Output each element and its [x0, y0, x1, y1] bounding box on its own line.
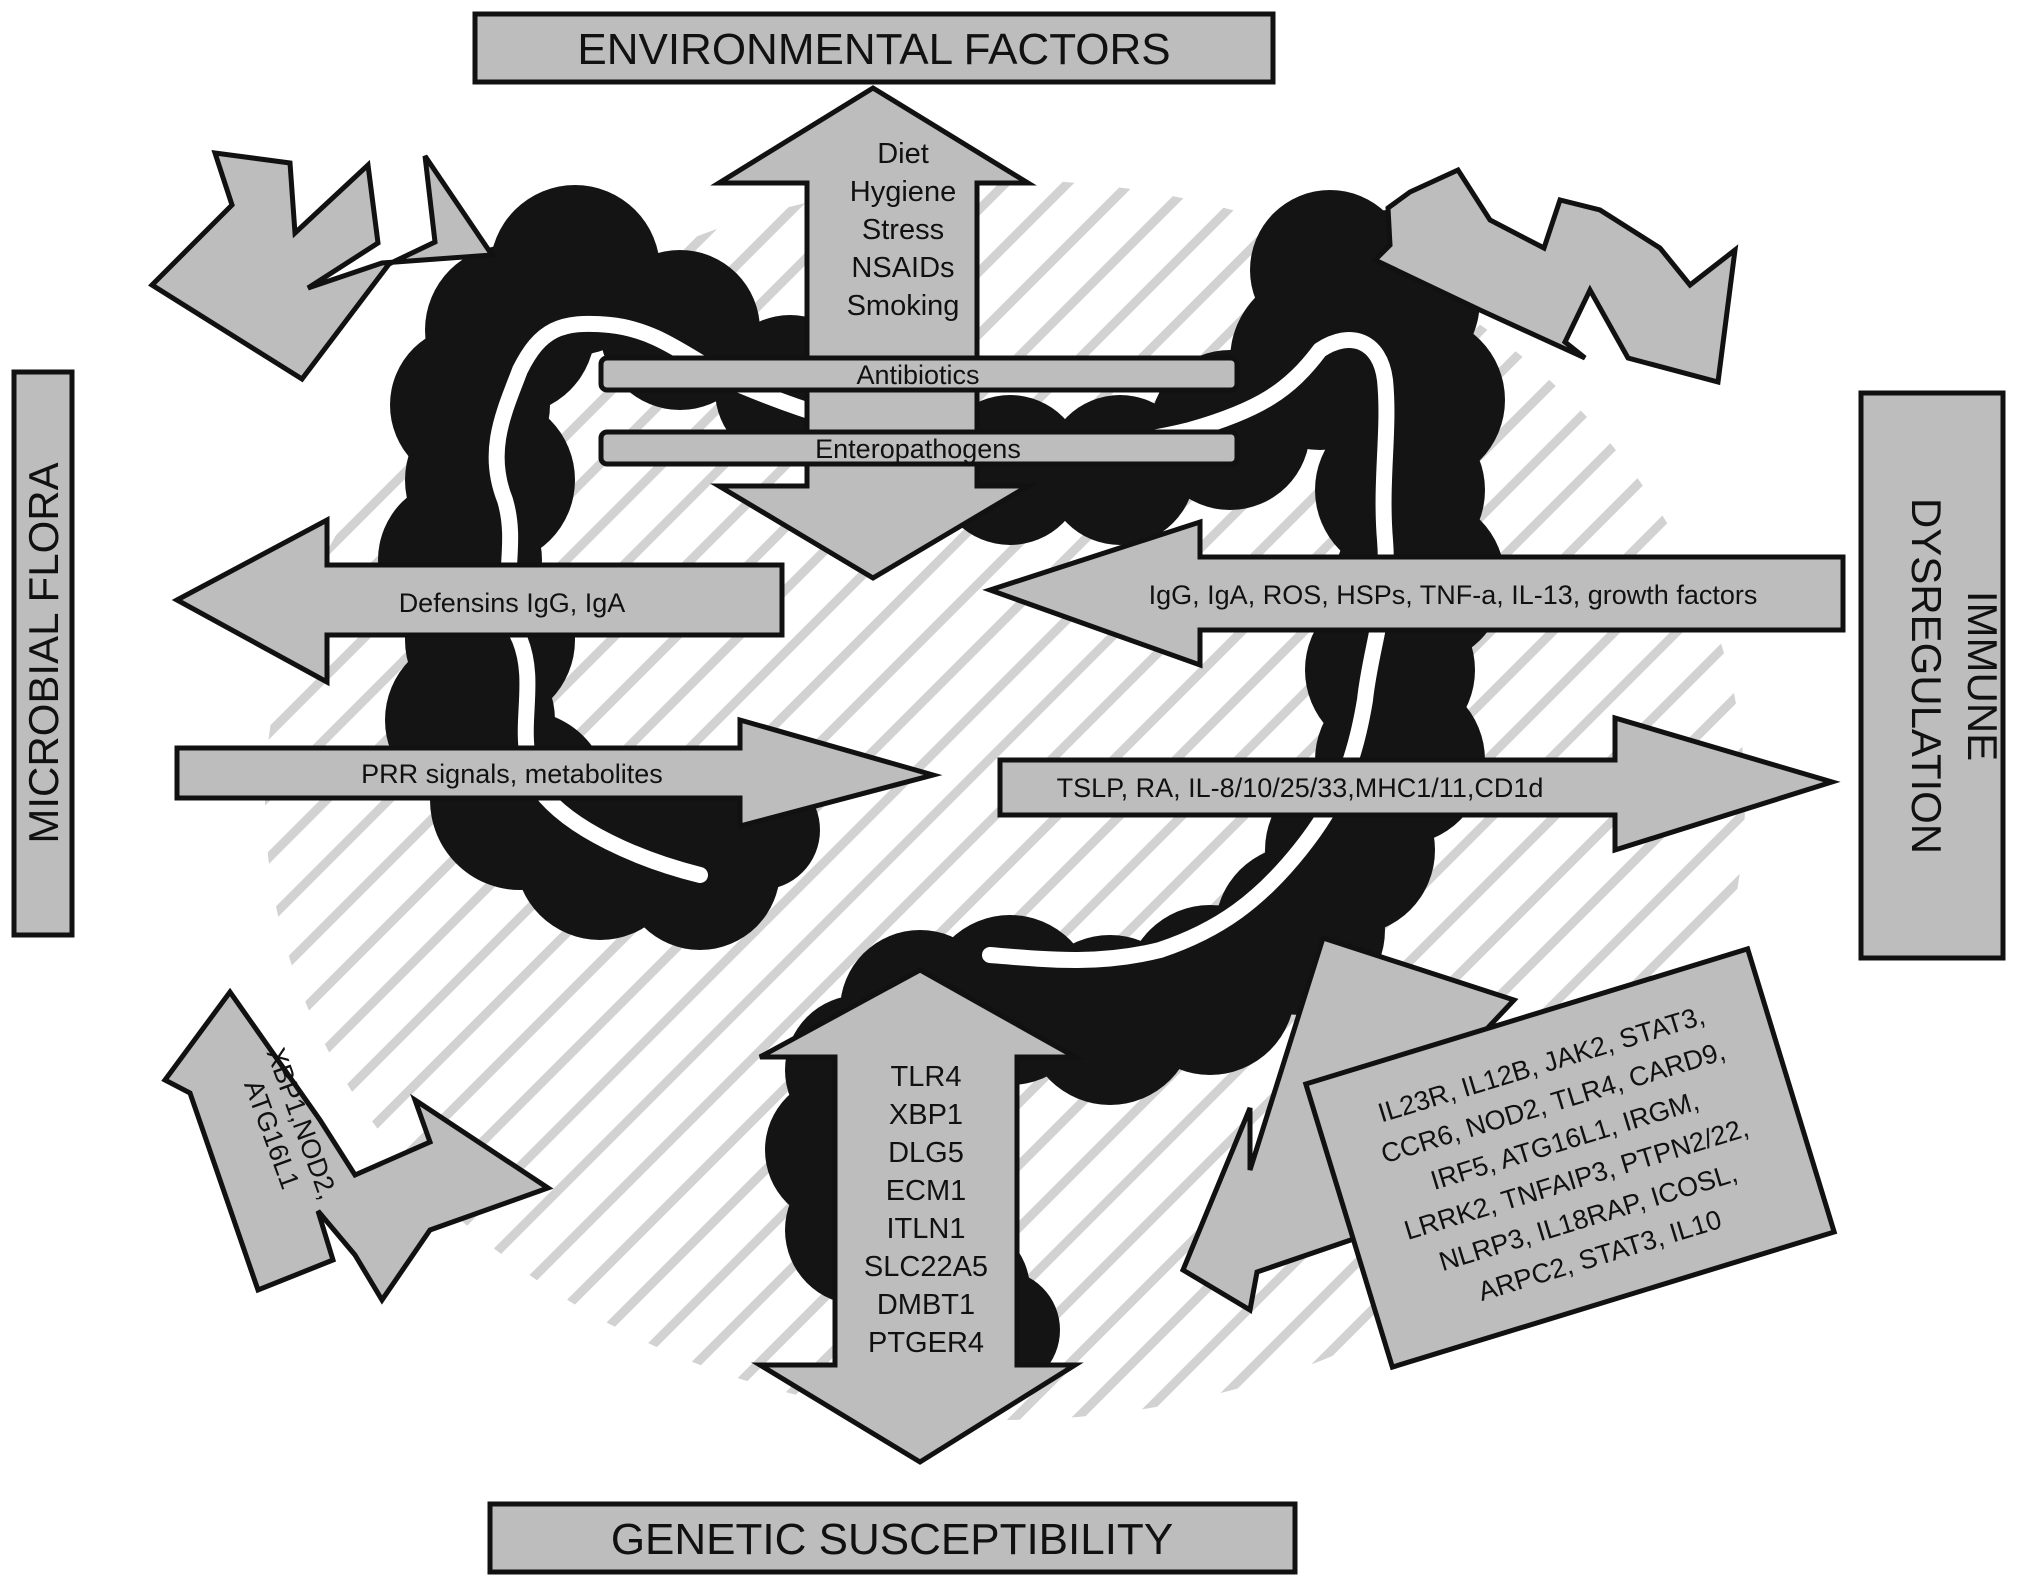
env-factor: Diet — [877, 138, 929, 170]
genetic-gene: TLR4 — [891, 1061, 962, 1093]
title-immune-line1: IMMUNE — [1959, 591, 2006, 761]
arrow-immune-left — [982, 518, 1846, 669]
arrow-microbial-genes — [161, 987, 554, 1305]
env-factor: Hygiene — [850, 176, 956, 208]
arrow-defensins — [171, 515, 785, 687]
defensins-label: Defensins IgG, IgA — [399, 588, 626, 618]
enteropathogens-bar — [598, 429, 1240, 467]
environmental-title-box — [472, 11, 1276, 85]
immune-title-box — [1858, 390, 2006, 961]
antibiotics-bar — [598, 355, 1240, 393]
microbial-title-box — [11, 369, 75, 938]
title-environmental: ENVIRONMENTAL FACTORS — [577, 25, 1170, 74]
genetic-gene: SLC22A5 — [864, 1251, 988, 1283]
genetic-gene: ECM1 — [886, 1175, 967, 1207]
environmental-factors-list: Diet Hygiene Stress NSAIDs Smoking — [847, 138, 960, 322]
arrow-top-left — [148, 149, 497, 383]
genetic-title-box — [487, 1501, 1298, 1575]
genetic-gene: PTGER4 — [868, 1327, 984, 1359]
arrow-genetic — [751, 967, 1085, 1465]
genetic-gene: DLG5 — [888, 1137, 964, 1169]
arrow-tslp — [997, 714, 1841, 854]
tslp-label: TSLP, RA, IL-8/10/25/33,MHC1/11,CD1d — [1057, 773, 1544, 803]
genetic-gene: DMBT1 — [877, 1289, 975, 1321]
env-factor: NSAIDs — [851, 252, 954, 284]
title-immune-line2: DYSREGULATION — [1903, 498, 1950, 854]
antibiotics-label: Antibiotics — [856, 360, 979, 390]
genetic-genes-list: TLR4 XBP1 DLG5 ECM1 ITLN1 SLC22A5 DMBT1 … — [864, 1061, 988, 1359]
prr-label: PRR signals, metabolites — [361, 759, 663, 789]
env-factor: Stress — [862, 214, 944, 246]
title-genetic: GENETIC SUSCEPTIBILITY — [611, 1515, 1173, 1564]
enteropathogens-label: Enteropathogens — [815, 434, 1021, 464]
arrow-prr — [174, 716, 943, 830]
immune-left-label: IgG, IgA, ROS, HSPs, TNF-a, IL-13, growt… — [1149, 580, 1758, 610]
title-microbial: MICROBIAL FLORA — [20, 462, 67, 843]
immune-genes-list: IL23R, IL12B, JAK2, STAT3, CCR6, NOD2, T… — [1375, 1000, 1753, 1307]
immune-genes-box — [1302, 945, 1838, 1371]
genetic-gene: XBP1 — [889, 1099, 963, 1131]
arrow-top-right — [1370, 166, 1739, 386]
genetic-gene: ITLN1 — [887, 1213, 966, 1245]
env-factor: Smoking — [847, 290, 960, 322]
